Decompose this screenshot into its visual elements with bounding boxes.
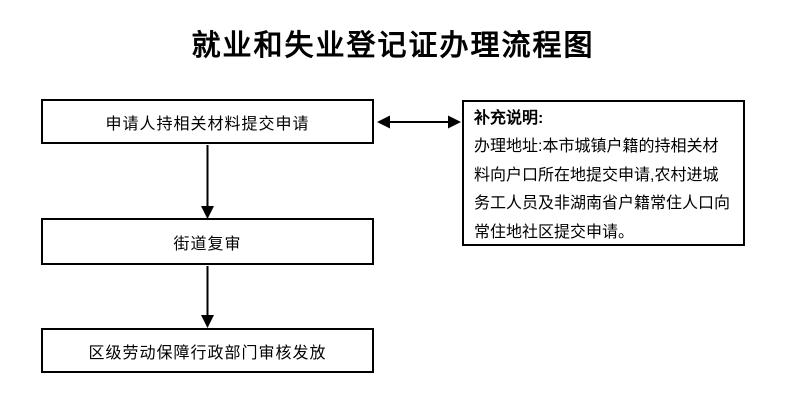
double-arrow-step1-notebox-icon xyxy=(377,115,461,129)
flow-step-submit-application: 申请人持相关材料提交申请 xyxy=(41,99,374,144)
arrow-step1-to-step2-icon xyxy=(201,145,214,219)
arrow-step2-to-step3-icon xyxy=(201,266,214,328)
note-body: 办理地址:本市城镇户籍的持相关材料向户口所在地提交申请,农村进城务工人员及非湖南… xyxy=(474,138,731,241)
supplementary-note-box: 补充说明: 办理地址:本市城镇户籍的持相关材料向户口所在地提交申请,农村进城务工… xyxy=(462,100,745,246)
flow-step-label: 街道复审 xyxy=(173,235,242,253)
note-heading: 补充说明: xyxy=(474,110,544,127)
flow-step-label: 区级劳动保障行政部门审核发放 xyxy=(88,344,327,362)
flow-step-label: 申请人持相关材料提交申请 xyxy=(105,115,310,133)
flow-step-street-review: 街道复审 xyxy=(41,218,374,265)
flow-step-district-issue: 区级劳动保障行政部门审核发放 xyxy=(41,328,374,373)
diagram-title: 就业和失业登记证办理流程图 xyxy=(191,30,595,62)
